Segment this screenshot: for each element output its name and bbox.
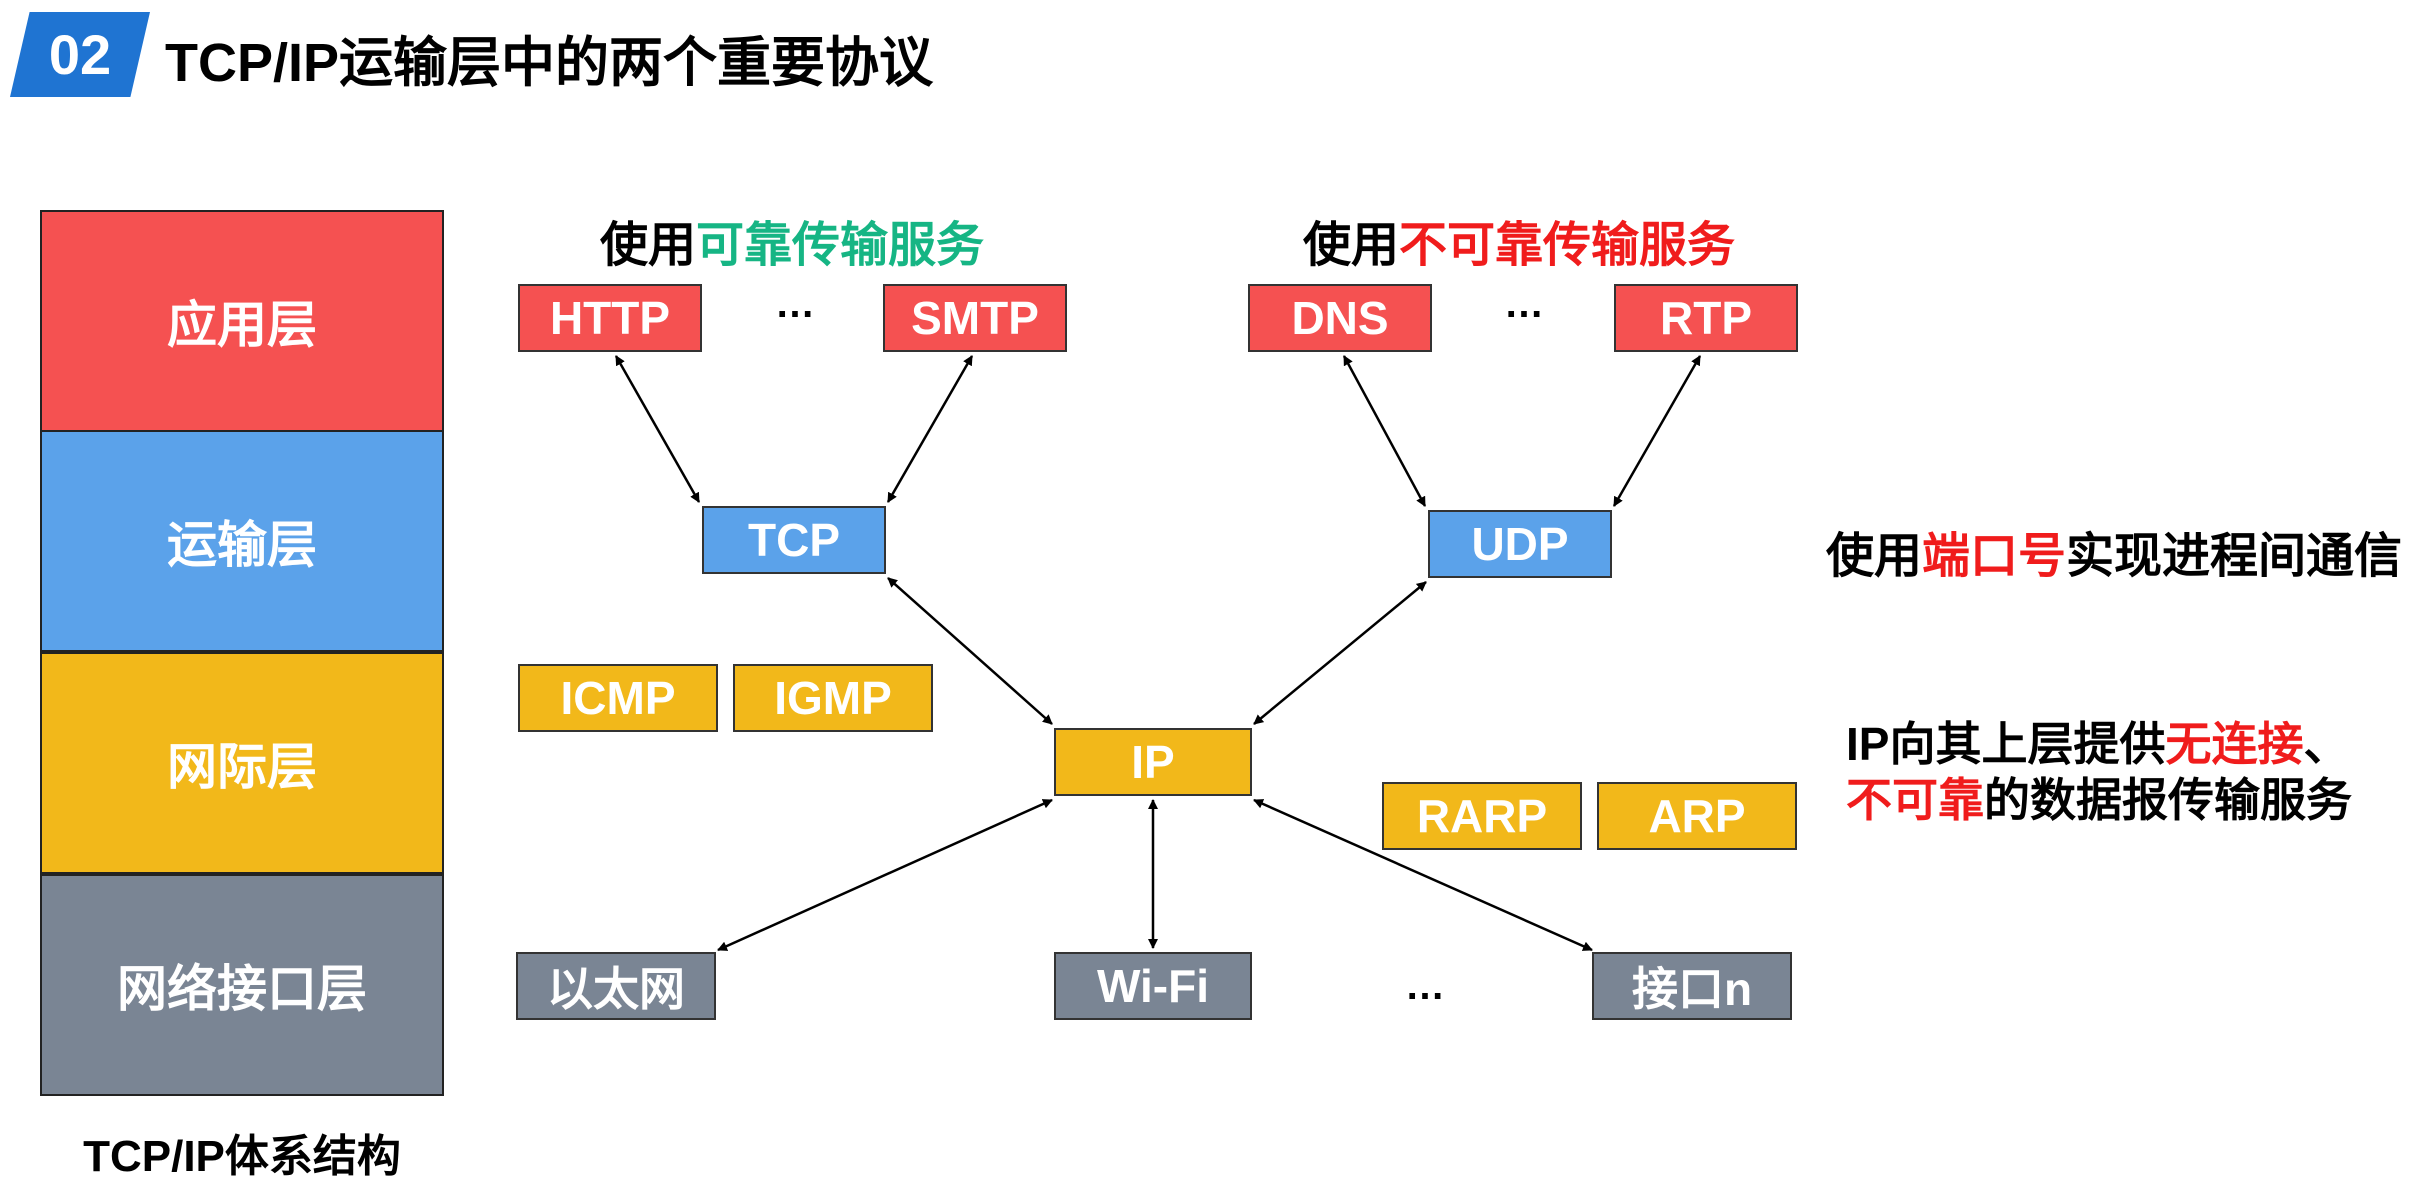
ip-note-line1: IP向其上层提供无连接、 xyxy=(1846,708,2349,774)
icmp-box: ICMP xyxy=(518,664,718,732)
ip-note-line1-highlight: 无连接 xyxy=(2165,718,2304,770)
wifi-box: Wi-Fi xyxy=(1054,952,1252,1020)
arrow-http-tcp xyxy=(614,355,701,503)
arrow-dns-udp xyxy=(1342,355,1427,507)
arrow-ip-ethernet xyxy=(717,798,1053,952)
layer-application: 应用层 xyxy=(40,210,444,432)
layer-internet: 网际层 xyxy=(40,652,444,874)
arrow-udp-ip xyxy=(1253,581,1427,725)
ip-note-line1-suffix: 、 xyxy=(2303,718,2350,770)
udp-heading-highlight: 不可靠传输服务 xyxy=(1399,219,1736,272)
ip-note-line2: 不可靠的数据报传输服务 xyxy=(1846,764,2352,830)
stack-caption: TCP/IP体系结构 xyxy=(83,1132,401,1181)
arrow-tcp-ip xyxy=(887,577,1053,725)
ip-note-line2-suffix: 的数据报传输服务 xyxy=(1984,774,2352,826)
smtp-box: SMTP xyxy=(883,284,1067,352)
ip-box: IP xyxy=(1054,728,1252,796)
arp-box: ARP xyxy=(1597,782,1797,850)
ip-note-line1-prefix: IP向其上层提供 xyxy=(1846,718,2166,770)
arrow-ip-interface-n xyxy=(1253,798,1593,952)
section-number-badge: 02 xyxy=(10,12,150,97)
arrow-rtp-udp xyxy=(1612,355,1702,507)
port-note-highlight: 端口号 xyxy=(1922,530,2067,583)
tcp-heading-prefix: 使用 xyxy=(600,219,697,272)
tcp-heading-highlight: 可靠传输服务 xyxy=(696,219,985,272)
rtp-box: RTP xyxy=(1614,284,1798,352)
port-note-suffix: 实现进程间通信 xyxy=(2066,530,2403,583)
port-note: 使用端口号实现进程间通信 xyxy=(1826,516,2402,586)
app-ellipsis-left: … xyxy=(775,282,815,326)
tcp-box: TCP xyxy=(702,506,886,574)
ethernet-box: 以太网 xyxy=(516,952,716,1020)
link-ellipsis: … xyxy=(1405,964,1445,1008)
http-box: HTTP xyxy=(518,284,702,352)
udp-group-heading: 使用不可靠传输服务 xyxy=(1303,205,1735,275)
ip-note-line2-highlight: 不可靠 xyxy=(1846,774,1984,826)
app-ellipsis-right: … xyxy=(1504,282,1544,326)
tcp-group-heading: 使用可靠传输服务 xyxy=(600,205,984,275)
udp-box: UDP xyxy=(1428,510,1612,578)
dns-box: DNS xyxy=(1248,284,1432,352)
port-note-prefix: 使用 xyxy=(1826,530,1923,583)
page-title: TCP/IP运输层中的两个重要协议 xyxy=(165,32,934,93)
layer-network-interface: 网络接口层 xyxy=(40,874,444,1096)
arrow-smtp-tcp xyxy=(886,355,974,503)
interface-n-box: 接口n xyxy=(1592,952,1792,1020)
layer-transport: 运输层 xyxy=(40,430,444,652)
udp-heading-prefix: 使用 xyxy=(1303,219,1400,272)
